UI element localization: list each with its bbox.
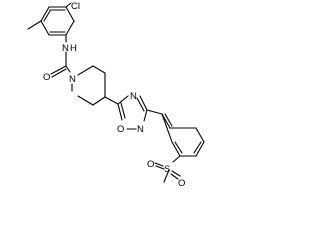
bond <box>164 113 173 127</box>
bond <box>143 109 148 122</box>
piperidine-nitrogen-label: N <box>69 74 76 85</box>
bond <box>77 65 94 76</box>
bond <box>174 141 183 154</box>
bond <box>171 141 181 157</box>
sulfonyl-oxygen-1-label: O <box>147 159 154 170</box>
bond <box>27 20 42 30</box>
molecule-structure: Cl N H O N N O N O S O <box>27 1 205 189</box>
oxadiazole-n4-label: N <box>130 91 137 102</box>
bond <box>77 95 94 106</box>
carbonyl-oxygen-label: O <box>43 72 50 83</box>
bond <box>65 2 72 8</box>
bond <box>195 141 205 157</box>
bond <box>154 162 164 167</box>
bond <box>195 127 205 143</box>
sulfur-label: S <box>164 164 170 175</box>
atom-labels: Cl N H O N N O N O S O <box>43 1 185 189</box>
amide-nitrogen-label: N <box>62 43 69 54</box>
bond <box>161 113 173 143</box>
sulfonyl-oxygen-2-label: O <box>178 178 185 189</box>
bond <box>117 95 129 105</box>
bond <box>51 68 67 78</box>
bond <box>117 103 123 121</box>
bond <box>65 6 75 22</box>
bond <box>193 141 202 154</box>
bond <box>65 20 75 36</box>
bond <box>172 155 181 163</box>
bond <box>65 65 71 73</box>
bond <box>170 173 179 180</box>
bond <box>40 20 50 36</box>
bonds <box>27 2 205 183</box>
bond <box>43 10 51 22</box>
bond <box>139 95 148 111</box>
bond <box>92 65 106 74</box>
bond <box>104 96 119 105</box>
bond <box>171 170 181 177</box>
bond <box>120 102 126 119</box>
chlorine-label: Cl <box>71 1 80 12</box>
bond <box>155 165 165 170</box>
bond <box>163 169 170 183</box>
bond <box>146 109 163 115</box>
bond <box>92 96 106 106</box>
bond <box>40 6 50 22</box>
amide-hydrogen-label: H <box>70 43 77 54</box>
bond <box>136 97 145 112</box>
bond <box>50 65 67 75</box>
oxadiazole-oxygen-label: O <box>117 124 124 135</box>
oxadiazole-n2-label: N <box>137 124 144 135</box>
